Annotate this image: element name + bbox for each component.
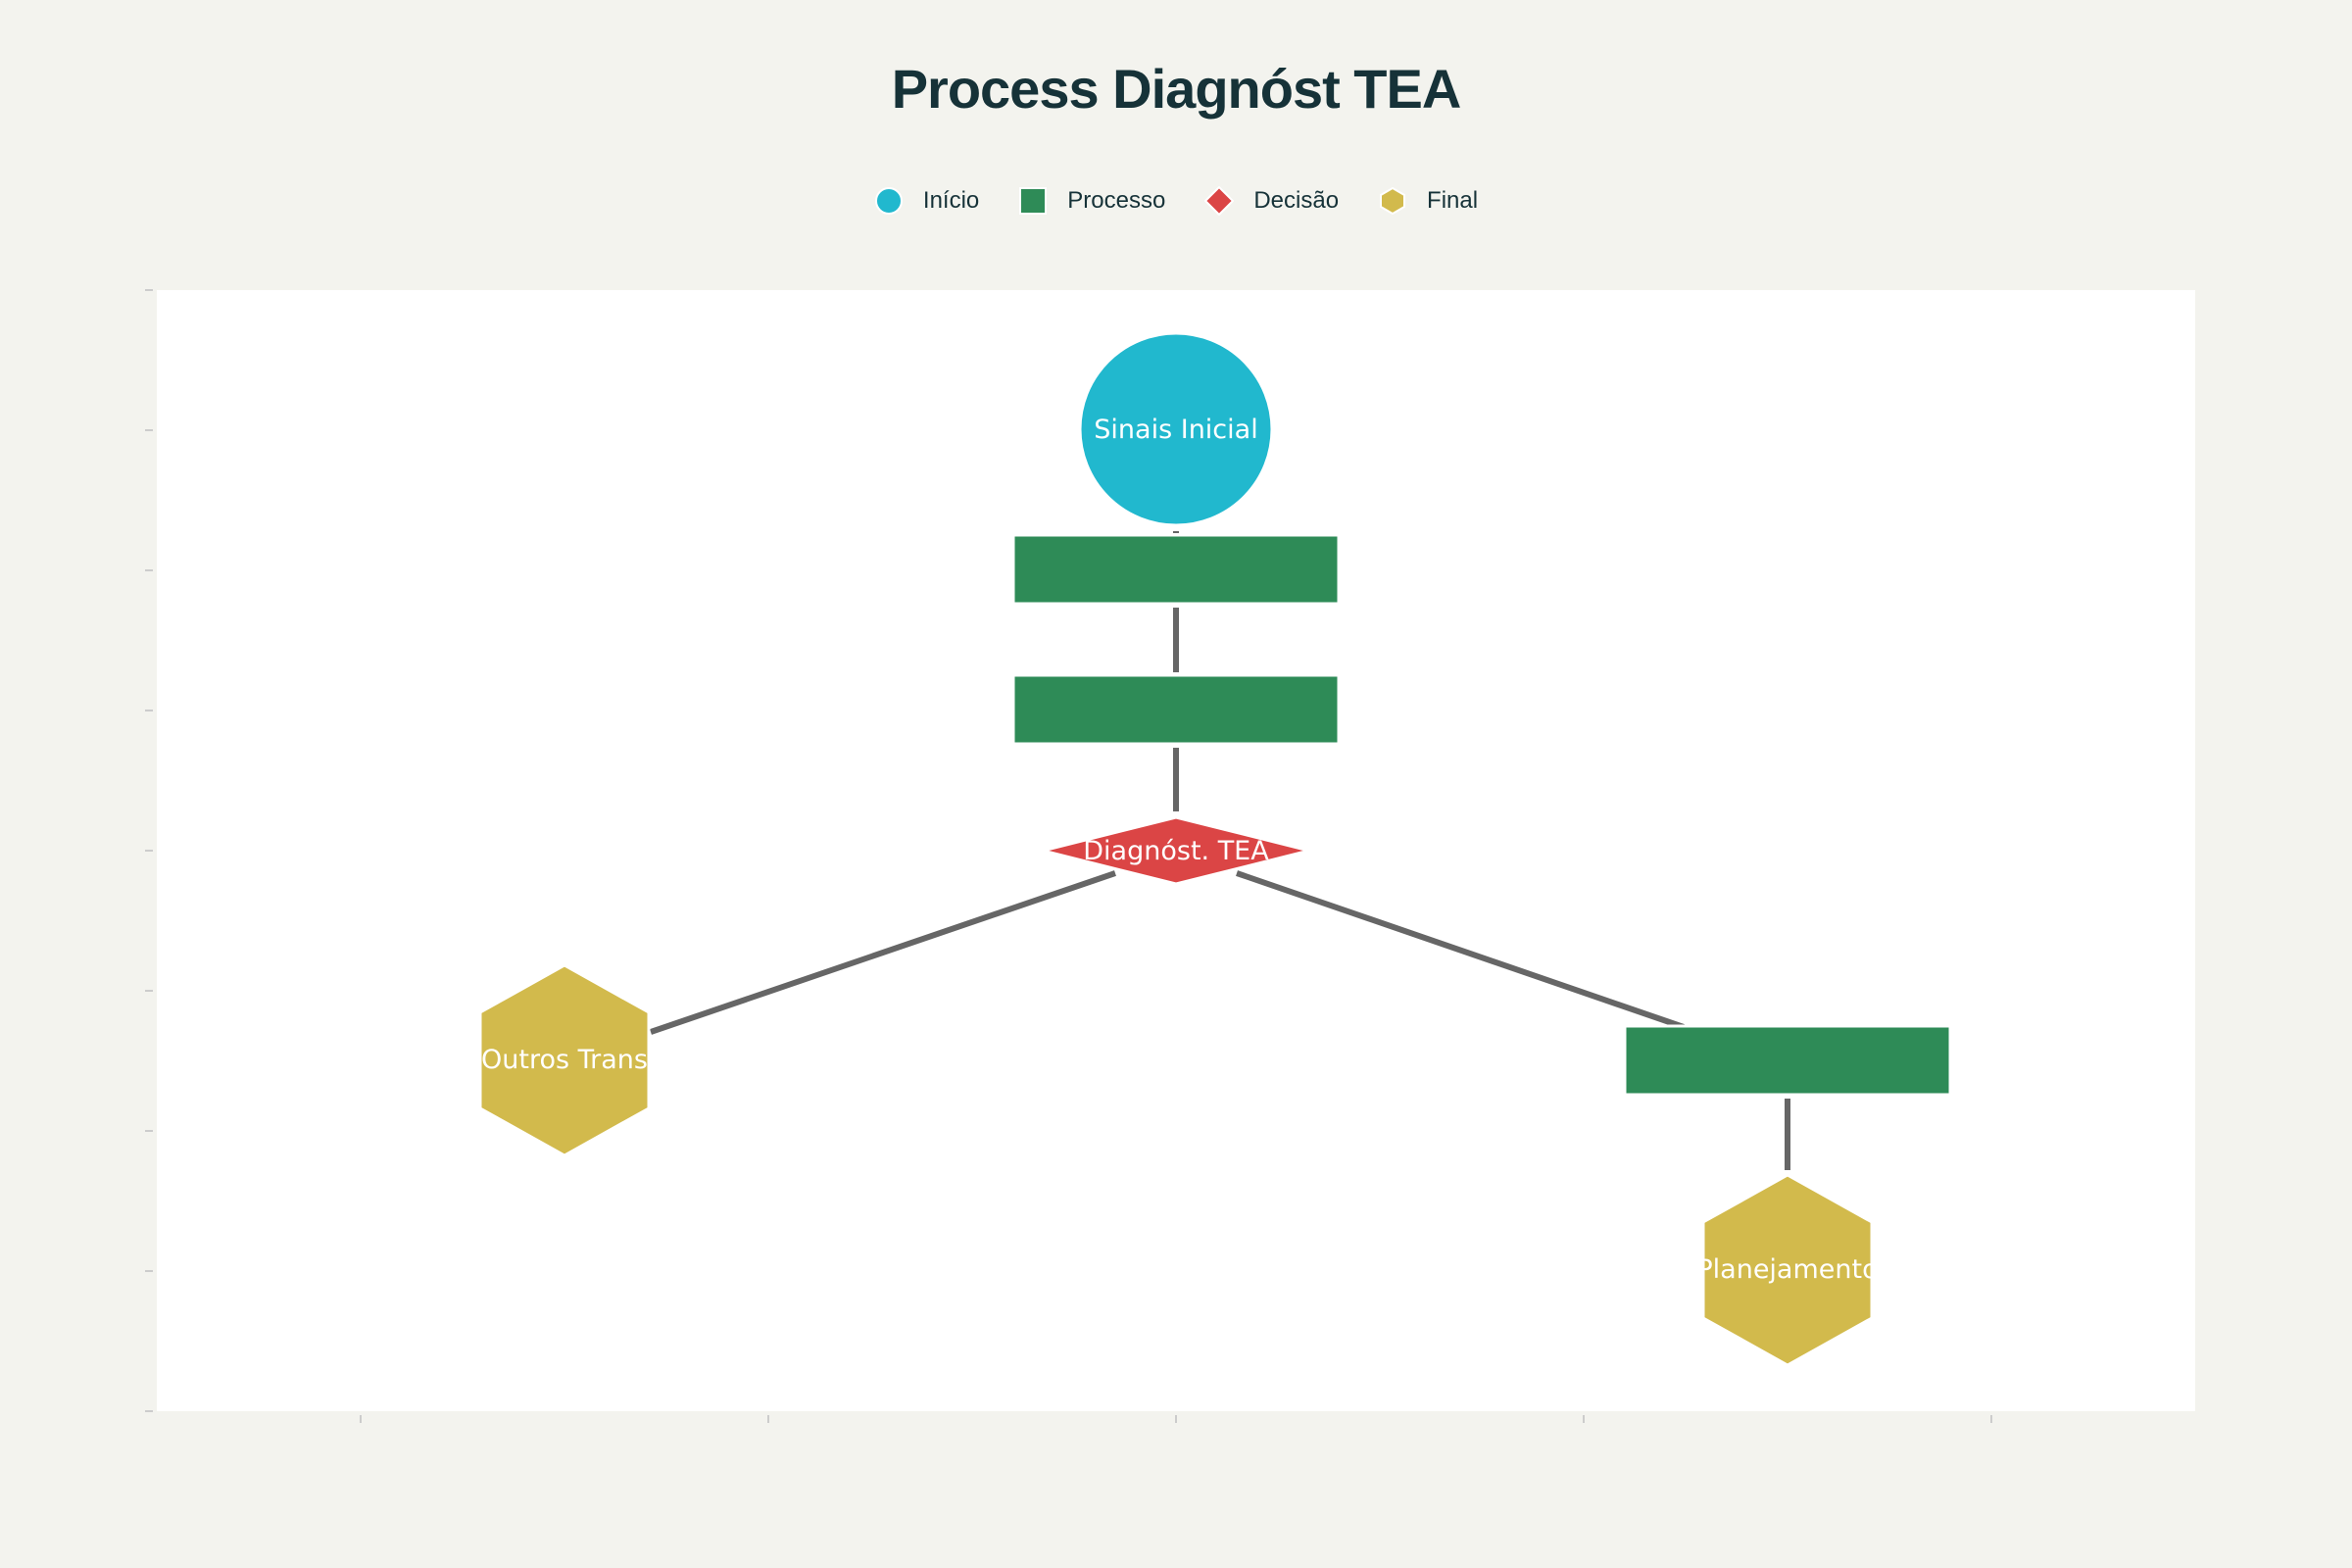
node-label: Sinais Inicial xyxy=(1094,415,1257,445)
legend-label: Decisão xyxy=(1253,187,1340,214)
node-label: Diagnóst. TEA xyxy=(1083,836,1269,866)
node-planej[interactable]: Planejamento xyxy=(1696,1173,1879,1367)
diamond-icon xyxy=(1204,186,1235,216)
node-proc1[interactable] xyxy=(1011,533,1341,606)
legend-label: Final xyxy=(1427,187,1479,214)
square-icon xyxy=(1019,187,1048,215)
node-outros[interactable]: Outros Trans xyxy=(478,963,651,1157)
edge-diag-outros xyxy=(650,870,1116,1035)
final-node-shape xyxy=(478,963,651,1157)
decision-node-shape xyxy=(1042,815,1310,886)
legend-label: Processo xyxy=(1067,187,1166,214)
page-title: Process Diagnóst TEA xyxy=(891,58,1462,120)
legend-item-final[interactable]: Final xyxy=(1378,186,1478,216)
axis-ticks xyxy=(145,289,1992,1423)
legend-item-processo[interactable]: Processo xyxy=(1018,186,1165,216)
legend: Início Processo Decisão Final xyxy=(0,186,2352,216)
process-node-shape xyxy=(1011,673,1341,746)
node-sinais[interactable]: Sinais Inicial xyxy=(1078,331,1274,527)
node-proc2[interactable] xyxy=(1011,673,1341,746)
circle-icon xyxy=(874,187,903,215)
final-node-shape xyxy=(1701,1173,1874,1367)
node-label: Planejamento xyxy=(1696,1254,1878,1285)
hexagon-icon xyxy=(1380,186,1406,216)
start-node-shape xyxy=(1078,331,1274,527)
legend-item-inicio[interactable]: Início xyxy=(874,186,979,216)
process-node-shape xyxy=(1623,1024,1952,1097)
node-label: Outros Trans xyxy=(481,1045,648,1075)
process-node-shape xyxy=(1011,533,1341,606)
legend-label: Início xyxy=(922,187,980,214)
edges xyxy=(650,531,1790,1170)
node-proc3[interactable] xyxy=(1623,1024,1952,1097)
node-diag[interactable]: Diagnóst. TEA xyxy=(1042,815,1310,886)
legend-item-decisao[interactable]: Decisão xyxy=(1204,186,1339,216)
edge-diag-proc3 xyxy=(1236,870,1685,1030)
